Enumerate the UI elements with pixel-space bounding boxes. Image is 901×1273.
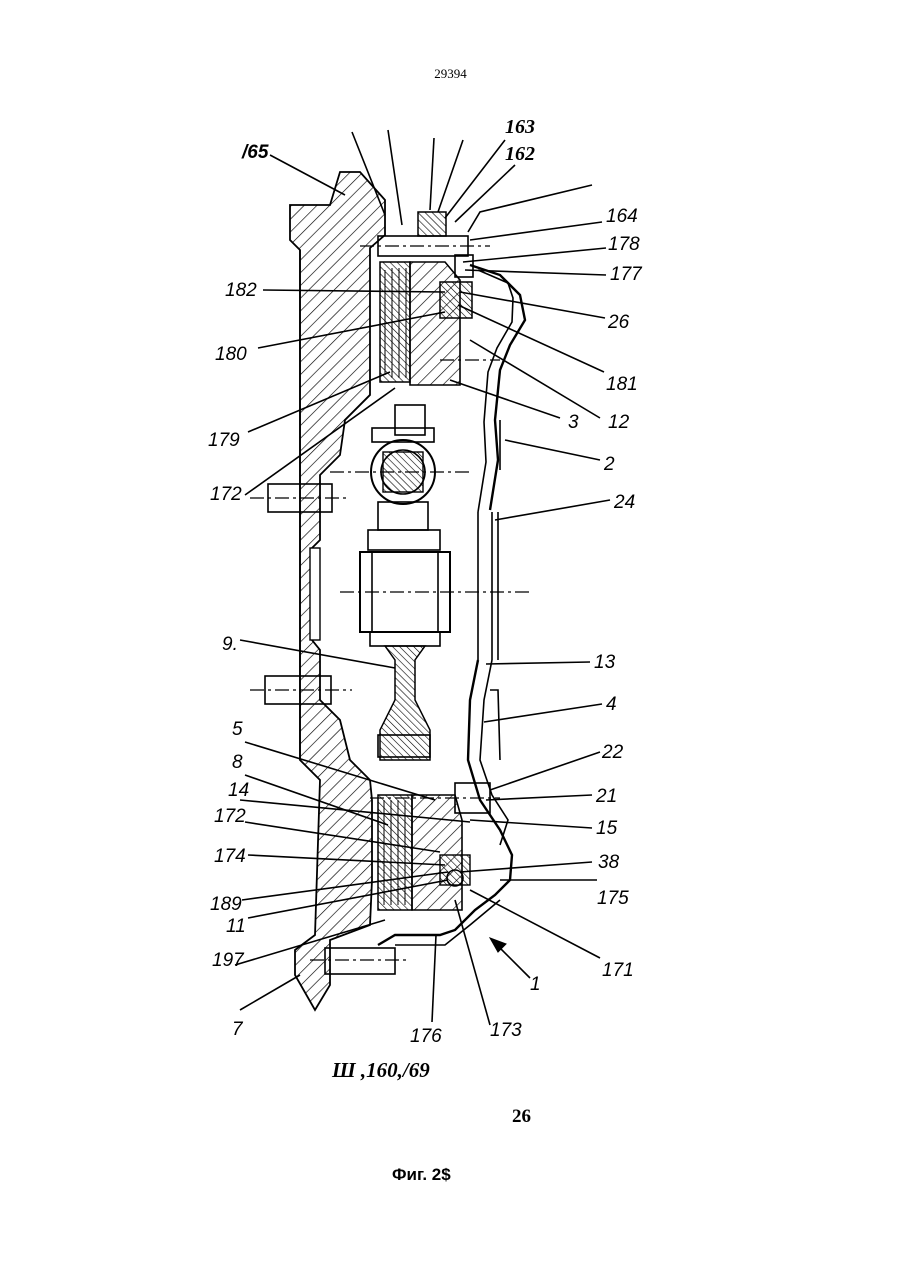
callout-13: 13	[594, 652, 616, 673]
upper-clutch-pack	[380, 255, 500, 385]
cylinder-body	[340, 530, 530, 646]
callout-172-lower: 172	[214, 806, 246, 827]
callout-162: 162	[505, 143, 535, 165]
callout-11: 11	[226, 916, 246, 937]
callout-174: 174	[214, 846, 246, 867]
callout-177: 177	[610, 264, 643, 285]
callout-178: 178	[608, 234, 640, 255]
callout-8: 8	[232, 752, 243, 773]
figure-title: Фиг. 2$	[392, 1165, 451, 1185]
callout-26: 26	[607, 312, 630, 333]
callout-12: 12	[608, 412, 630, 433]
callout-7: 7	[232, 1019, 244, 1040]
callout-171: 171	[602, 960, 634, 981]
callout-1: 1	[530, 974, 541, 995]
right-cover-upper	[470, 265, 525, 660]
callout-21: 21	[595, 786, 617, 807]
callout-197: 197	[212, 950, 245, 971]
callout-179: 179	[208, 430, 240, 451]
callout-14: 14	[228, 780, 249, 801]
callout-3: 3	[568, 412, 579, 433]
callout-163: 163	[505, 116, 535, 138]
caption-line-2: 26	[512, 1106, 531, 1128]
callout-22: 22	[601, 742, 624, 763]
callout-5: 5	[232, 719, 243, 740]
callout-24: 24	[613, 492, 635, 513]
callout-9: 9.	[222, 634, 238, 655]
callout-15: 15	[596, 818, 618, 839]
callout-181: 181	[606, 374, 638, 395]
callout-175: 175	[597, 888, 629, 909]
callout-176: 176	[410, 1026, 442, 1047]
callout-165: /65	[241, 142, 269, 163]
callout-172-upper: 172	[210, 484, 242, 505]
callout-180: 180	[215, 344, 247, 365]
callout-182: 182	[225, 280, 257, 301]
callout-164: 164	[606, 206, 638, 227]
lower-shaft	[378, 646, 430, 760]
central-joint	[330, 405, 470, 530]
callout-173: 173	[490, 1020, 522, 1041]
callout-2: 2	[603, 454, 615, 475]
callout-189: 189	[210, 894, 242, 915]
caption-line-1: Ш ,160,/69	[332, 1058, 430, 1083]
callout-4: 4	[606, 694, 617, 715]
callout-38: 38	[598, 852, 620, 873]
